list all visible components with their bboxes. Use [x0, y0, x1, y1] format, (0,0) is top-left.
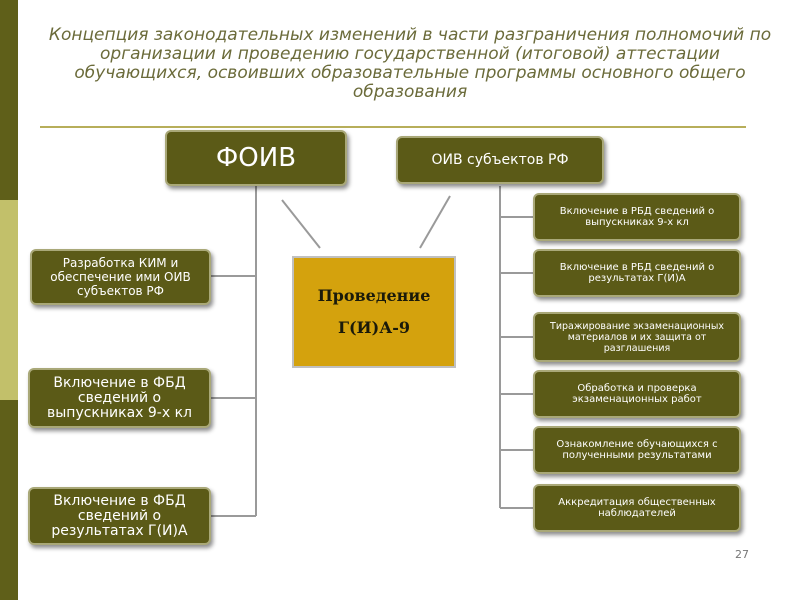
foiv-box: ФОИВ: [165, 130, 347, 186]
slide-title: Концепция законодательных изменений в ча…: [48, 25, 772, 102]
right-item-label: Аккредитация общественных наблюдателей: [558, 497, 716, 519]
stripe-dark-bottom: [0, 400, 18, 600]
right-item-2: Включение в РБД сведений о результатах Г…: [533, 249, 741, 297]
foiv-label: ФОИВ: [215, 143, 297, 173]
page-number: 27: [735, 548, 749, 561]
right-item-1: Включение в РБД сведений о выпускниках 9…: [533, 193, 741, 241]
stripe-light-middle: [0, 200, 18, 400]
oiv-box: ОИВ субъектов РФ: [396, 136, 604, 184]
left-item-label: Разработка КИМ и обеспечение ими ОИВ суб…: [50, 256, 191, 298]
stripe-dark-top: [0, 0, 18, 200]
title-underline: [40, 126, 746, 128]
diag-left: [281, 199, 321, 249]
right-item-6: Аккредитация общественных наблюдателей: [533, 484, 741, 532]
oiv-label: ОИВ субъектов РФ: [431, 152, 569, 168]
center-line-2: Г(И)А-9: [337, 318, 411, 337]
left-item-label: Включение в ФБД сведений о выпускниках 9…: [46, 374, 193, 421]
right-item-label: Ознакомление обучающихся с полученными р…: [556, 439, 718, 461]
right-item-label: Включение в РБД сведений о результатах Г…: [559, 262, 715, 284]
left-item-1: Разработка КИМ и обеспечение ими ОИВ суб…: [30, 249, 211, 305]
diag-right: [419, 195, 451, 249]
center-line-1: Проведение: [317, 286, 431, 305]
right-item-label: Тиражирование экзаменационных материалов…: [550, 320, 724, 354]
right-item-label: Обработка и проверка экзаменационных раб…: [572, 383, 702, 405]
right-item-label: Включение в РБД сведений о выпускниках 9…: [559, 206, 715, 228]
center-box: Проведение Г(И)А-9: [292, 256, 456, 368]
left-item-2: Включение в ФБД сведений о выпускниках 9…: [28, 368, 211, 428]
right-item-3: Тиражирование экзаменационных материалов…: [533, 312, 741, 362]
right-item-5: Ознакомление обучающихся с полученными р…: [533, 426, 741, 474]
right-item-4: Обработка и проверка экзаменационных раб…: [533, 370, 741, 418]
left-item-3: Включение в ФБД сведений о результатах Г…: [28, 487, 211, 545]
left-item-label: Включение в ФБД сведений о результатах Г…: [51, 492, 188, 539]
